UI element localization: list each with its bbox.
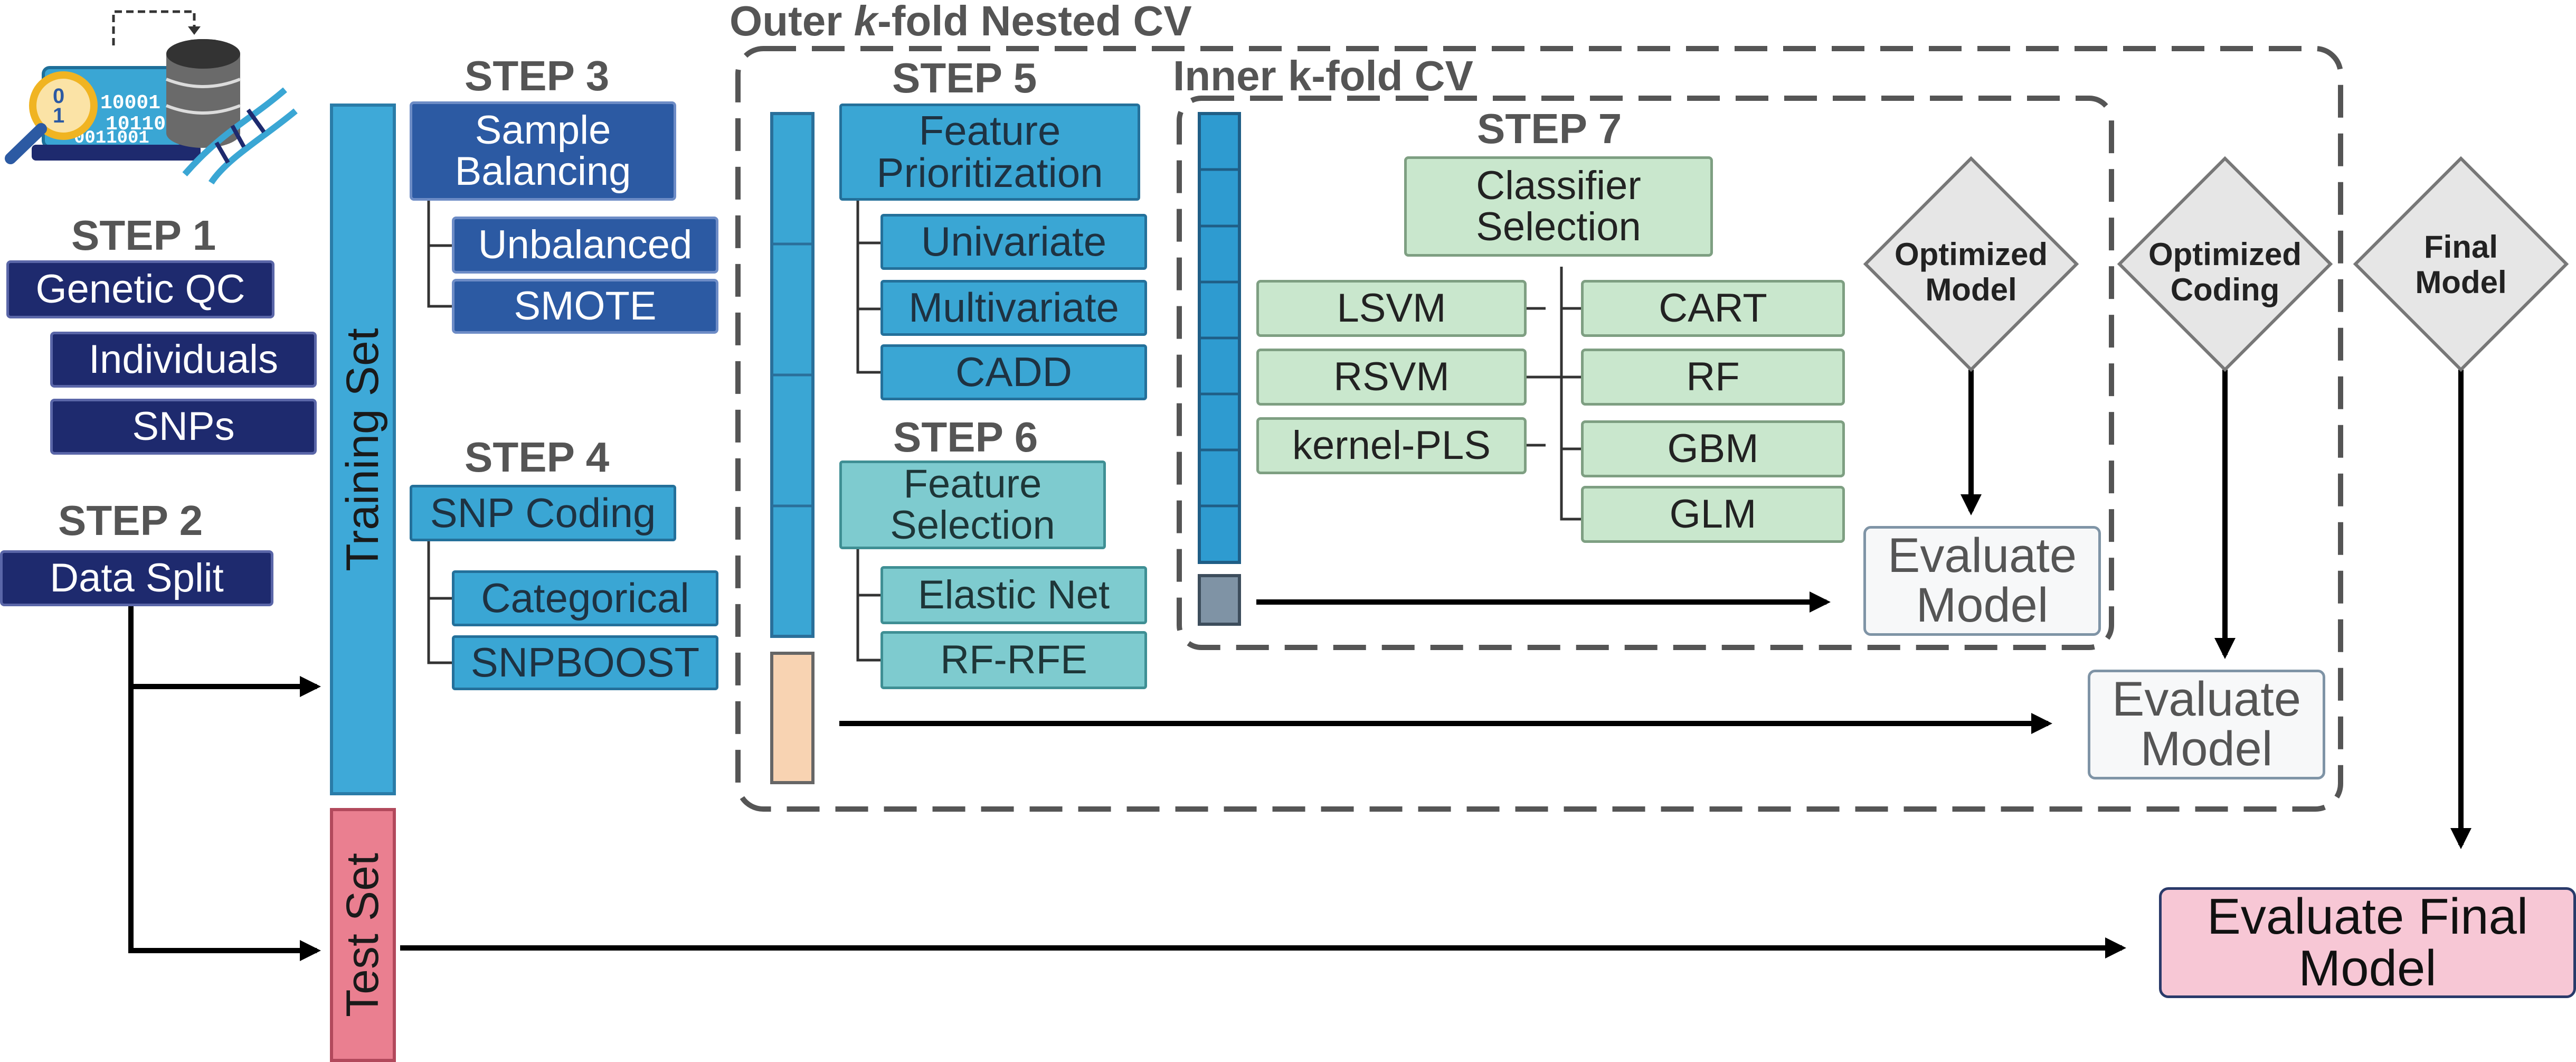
inner-holdout-fold [1198,574,1241,626]
unbalanced-box: Unbalanced [452,217,718,274]
tree-connectors [427,201,1581,664]
rf-box: RF [1581,349,1845,406]
step3-label: STEP 3 [465,52,610,99]
test-set-label: Test Set [337,853,389,1017]
step6-label: STEP 6 [893,413,1038,460]
snps-box: SNPs [50,399,317,455]
genomics-header-icon: 10001 10110 0011001 0 1 [5,10,298,185]
final-model-diamond [2353,156,2569,372]
glm-box: GLM [1581,486,1845,543]
univariate-box: Univariate [880,214,1147,270]
step5-label: STEP 5 [892,54,1037,101]
optimized-model-diamond [1863,156,2079,372]
elastic-net-box: Elastic Net [880,566,1147,624]
inner-cv-title: Inner k-fold CV [1173,52,1473,99]
outer-fold-bar [770,112,815,638]
flow-arrows [128,370,2471,961]
svg-text:10110: 10110 [106,113,166,136]
cart-box: CART [1581,280,1845,337]
outer-holdout-fold [770,652,815,784]
test-set-bar [330,808,396,1062]
multivariate-box: Multivariate [880,280,1147,336]
rf-rfe-box: RF-RFE [880,631,1147,689]
step1-label: STEP 1 [71,212,216,259]
categorical-box: Categorical [452,570,718,626]
cadd-box: CADD [880,344,1147,400]
svg-text:10001: 10001 [100,92,160,115]
step2-label: STEP 2 [58,497,203,544]
data-split-box: Data Split [0,550,273,606]
genetic-qc-box: Genetic QC [6,260,274,318]
kernel-pls-box: kernel-PLS [1256,417,1527,474]
svg-text:0011001: 0011001 [74,128,149,148]
rsvm-box: RSVM [1256,349,1527,406]
training-set-label: Training Set [337,327,388,571]
step4-label: STEP 4 [465,434,610,481]
lsvm-box: LSVM [1256,280,1527,337]
step7-label: STEP 7 [1477,105,1622,152]
smote-box: SMOTE [452,279,718,334]
inner-fold-bar [1198,112,1241,564]
training-set-bar [330,104,396,795]
svg-text:1: 1 [53,104,64,127]
individuals-box: Individuals [50,332,317,388]
inner-cv-frame [1177,96,2114,650]
outer-cv-frame [735,46,2343,812]
gbm-box: GBM [1581,420,1845,477]
snp-coding-box: SNP Coding [410,485,676,541]
svg-text:0: 0 [53,84,64,108]
optimized-coding-diamond [2117,156,2333,372]
outer-cv-title: Outer k-fold Nested CV [730,0,1192,44]
snpboost-box: SNPBOOST [452,635,718,690]
